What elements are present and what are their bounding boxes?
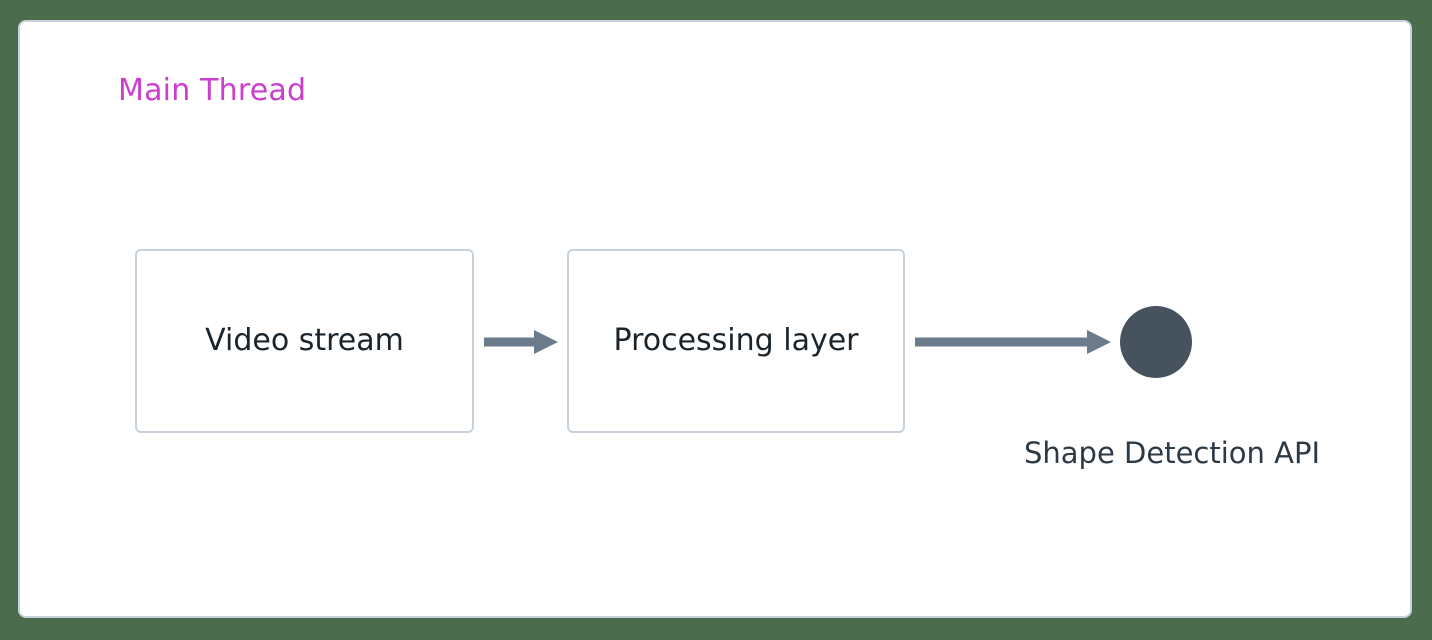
subgraph-title-main-thread: Main Thread bbox=[118, 73, 307, 108]
main-thread-panel: Main Thread Video stream Processing laye… bbox=[18, 20, 1412, 618]
node-video-stream[interactable]: Video stream bbox=[135, 249, 474, 433]
node-shape-detection-api-circle[interactable] bbox=[1120, 306, 1192, 378]
edge-processing-to-shape-detection-arrow-icon bbox=[915, 330, 1111, 354]
node-processing-layer[interactable]: Processing layer bbox=[567, 249, 905, 433]
node-processing-layer-label: Processing layer bbox=[613, 323, 859, 358]
node-video-stream-label: Video stream bbox=[205, 323, 404, 358]
node-shape-detection-api-label: Shape Detection API bbox=[1024, 436, 1321, 470]
edge-video-to-processing-arrow-icon bbox=[484, 330, 558, 354]
